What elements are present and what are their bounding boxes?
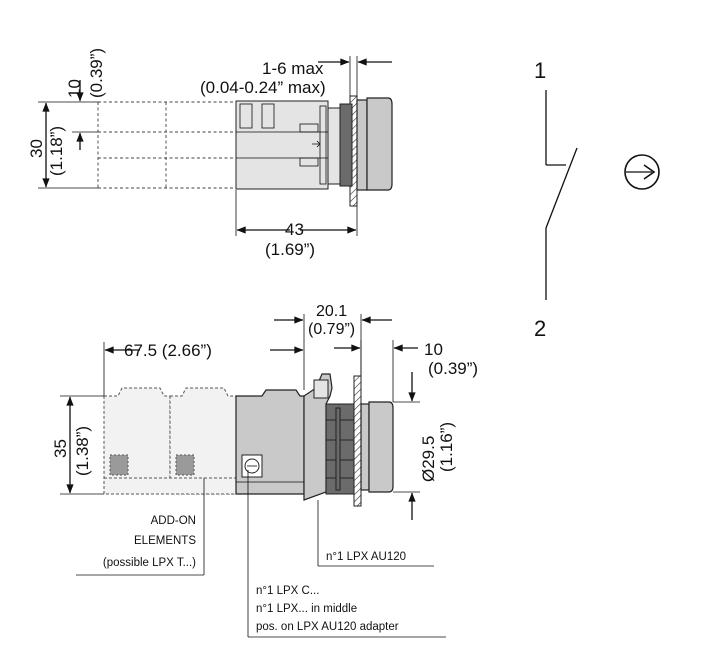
top-view-contact-block <box>235 100 329 190</box>
dim-front-depth: 10 (0.39”) <box>334 340 478 402</box>
top-view-push-button-head <box>339 97 393 191</box>
dim-addon-mm: 67.5 (2.66”) <box>124 341 212 360</box>
side-view-adapter <box>303 373 333 501</box>
dim-height-in: (1.18”) <box>47 126 66 176</box>
callout-contact-block: n°1 LPX C... n°1 LPX... in middle pos. o… <box>247 470 446 638</box>
dim-side-height-in: (1.38”) <box>73 426 92 476</box>
dim-diameter-in: (1.16”) <box>437 422 456 472</box>
top-view: 1-6 max (0.04-0.24” max) 10 (0.39”) 30 (… <box>27 48 393 259</box>
dim-diameter: Ø29.5 (1.16”) <box>393 372 456 520</box>
addon-label-line3: (possible LPX T...) <box>103 557 196 569</box>
callout-addon-elements: ADD-ON ELEMENTS (possible LPX T...) <box>76 478 205 576</box>
addon-label-line2: ELEMENTS <box>134 535 196 547</box>
dim-head-mm: 20.1 <box>316 303 347 320</box>
side-view-ring <box>325 403 355 495</box>
contact-symbol: 1 2 <box>534 58 660 341</box>
dim-front-mm: 10 <box>424 340 443 359</box>
dim-thickness-mm: 1-6 max <box>262 59 324 78</box>
dim-height-mm: 30 <box>27 139 46 158</box>
dim-diameter-mm: Ø29.5 <box>419 436 438 482</box>
dim-panel-thickness: 1-6 max (0.04-0.24” max) <box>200 56 392 97</box>
terminal-2-label: 2 <box>534 316 546 341</box>
dim-thickness-in: (0.04-0.24” max) <box>200 78 326 97</box>
dim-addon-length: 67.5 (2.66”) <box>103 341 305 396</box>
side-view: 67.5 (2.66”) 20.1 (0.79”) 10 (0.39”) 3 <box>51 303 478 638</box>
dim-side-height: 35 (1.38”) <box>51 395 104 495</box>
dim-head-depth: 20.1 (0.79”) <box>274 303 392 376</box>
contact-label-line3: pos. on LPX AU120 adapter <box>256 621 399 633</box>
dim-top-pitch: 10 (0.39”) <box>65 48 106 150</box>
push-button-action-icon <box>624 154 660 190</box>
contact-label-line2: n°1 LPX... in middle <box>256 603 357 615</box>
side-view-panel <box>353 375 362 507</box>
dim-head-in: (0.79”) <box>308 321 355 338</box>
addon-label-line1: ADD-ON <box>151 515 196 527</box>
operator-label: n°1 LPX AU120 <box>326 551 406 563</box>
dim-pitch-in: (0.39”) <box>87 48 106 98</box>
dim-front-in: (0.39”) <box>428 359 478 378</box>
dim-side-height-mm: 35 <box>51 439 70 458</box>
top-view-addon-outline <box>97 101 236 189</box>
contact-label-line1: n°1 LPX C... <box>256 585 319 597</box>
dim-depth-mm: 43 <box>285 220 304 239</box>
side-view-push-button-head <box>360 401 394 493</box>
dim-top-depth: 43 (1.69”) <box>235 190 358 259</box>
dim-top-height: 30 (1.18”) <box>27 101 98 189</box>
terminal-1-label: 1 <box>534 58 546 83</box>
dim-pitch-mm: 10 <box>65 79 84 98</box>
side-view-addon-elements <box>103 387 237 495</box>
callout-operator: n°1 LPX AU120 <box>317 500 434 567</box>
side-view-contact-block <box>235 389 305 495</box>
dim-depth-in: (1.69”) <box>265 240 315 259</box>
